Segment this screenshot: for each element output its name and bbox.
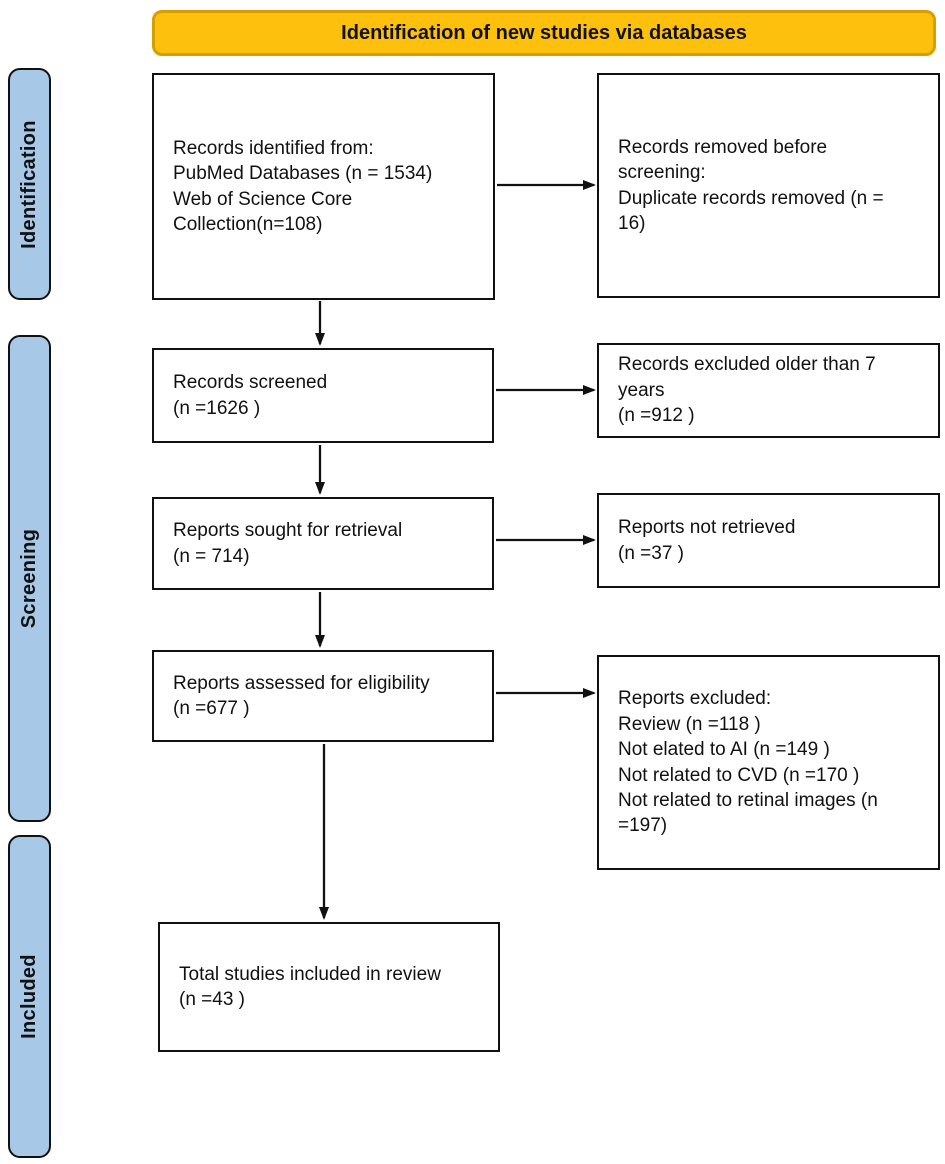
box-reports-sought: Reports sought for retrieval (n = 714): [152, 497, 494, 590]
box-records-removed-text: Records removed before screening: Duplic…: [618, 136, 884, 234]
box-reports-assessed-text: Reports assessed for eligibility (n =677…: [173, 672, 430, 719]
stage-label-screening: Screening: [18, 528, 40, 629]
box-records-identified: Records identified from: PubMed Database…: [152, 73, 495, 300]
box-reports-not-retrieved-text: Reports not retrieved (n =37 ): [618, 517, 796, 564]
stage-bar-included: Included: [8, 835, 51, 1158]
stage-bar-identification: Identification: [8, 68, 51, 300]
box-records-screened-text: Records screened (n =1626 ): [173, 372, 328, 419]
box-records-identified-text: Records identified from: PubMed Database…: [173, 137, 433, 235]
box-total-included-text: Total studies included in review (n =43 …: [179, 963, 441, 1010]
box-total-included: Total studies included in review (n =43 …: [158, 922, 500, 1052]
box-reports-excluded-text: Reports excluded: Review (n =118 ) Not e…: [618, 688, 878, 837]
box-reports-not-retrieved: Reports not retrieved (n =37 ): [597, 493, 940, 588]
box-records-excluded-age: Records excluded older than 7 years (n =…: [597, 343, 940, 438]
box-records-removed: Records removed before screening: Duplic…: [597, 73, 940, 298]
box-records-excluded-age-text: Records excluded older than 7 years (n =…: [618, 354, 876, 427]
box-records-screened: Records screened (n =1626 ): [152, 348, 494, 443]
box-reports-assessed: Reports assessed for eligibility (n =677…: [152, 650, 494, 742]
stage-label-identification: Identification: [18, 119, 40, 249]
box-reports-sought-text: Reports sought for retrieval (n = 714): [173, 520, 403, 567]
title-banner-label: Identification of new studies via databa…: [341, 21, 747, 44]
stage-label-included: Included: [18, 954, 41, 1039]
title-banner: Identification of new studies via databa…: [152, 10, 936, 56]
box-reports-excluded: Reports excluded: Review (n =118 ) Not e…: [597, 655, 940, 870]
stage-bar-screening: Screening: [8, 335, 51, 822]
